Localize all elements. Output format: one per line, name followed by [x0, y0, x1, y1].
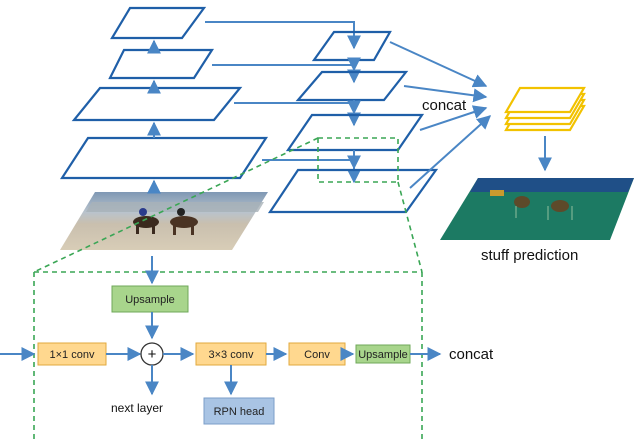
concat-label-right: concat — [449, 346, 494, 363]
stuff-prediction-label: stuff prediction — [481, 247, 578, 264]
bottom-up-level-4 — [110, 6, 207, 40]
bottom-up-pyramid — [59, 6, 269, 180]
top-down-level-2 — [295, 70, 409, 102]
zoom-region — [33, 137, 423, 440]
surf-band — [86, 202, 264, 212]
sum-node: + — [140, 342, 164, 366]
upsample-small-label: Upsample — [358, 349, 408, 361]
feature-stack — [504, 86, 586, 132]
input-image — [60, 192, 268, 250]
conv-label: Conv — [304, 349, 330, 361]
conv-3x3-label: 3×3 conv — [209, 349, 254, 361]
concat-label-top: concat — [422, 97, 467, 114]
conv-1x1-label: 1×1 conv — [50, 349, 95, 361]
top-down-level-1 — [311, 30, 392, 62]
next-layer-label: next layer — [111, 401, 163, 415]
conv-box: Conv — [288, 342, 346, 366]
upsample-box: Upsample — [111, 285, 189, 313]
upsample-small-box: Upsample — [355, 344, 411, 364]
horse-riders-icon — [133, 208, 198, 235]
bottom-up-level-2 — [71, 86, 243, 122]
conv-1x1-box: 1×1 conv — [37, 342, 107, 366]
bottom-up-level-3 — [108, 48, 215, 80]
rpn-head-label: RPN head — [214, 406, 265, 418]
plus-icon: + — [148, 346, 157, 363]
conv-3x3-box: 3×3 conv — [195, 342, 267, 366]
upsample-label: Upsample — [125, 294, 175, 306]
bottom-up-level-1 — [59, 136, 269, 180]
stuff-segmentation-map-icon — [440, 178, 634, 240]
beach-photo-icon — [60, 192, 268, 250]
rpn-head-box: RPN head — [203, 397, 275, 425]
